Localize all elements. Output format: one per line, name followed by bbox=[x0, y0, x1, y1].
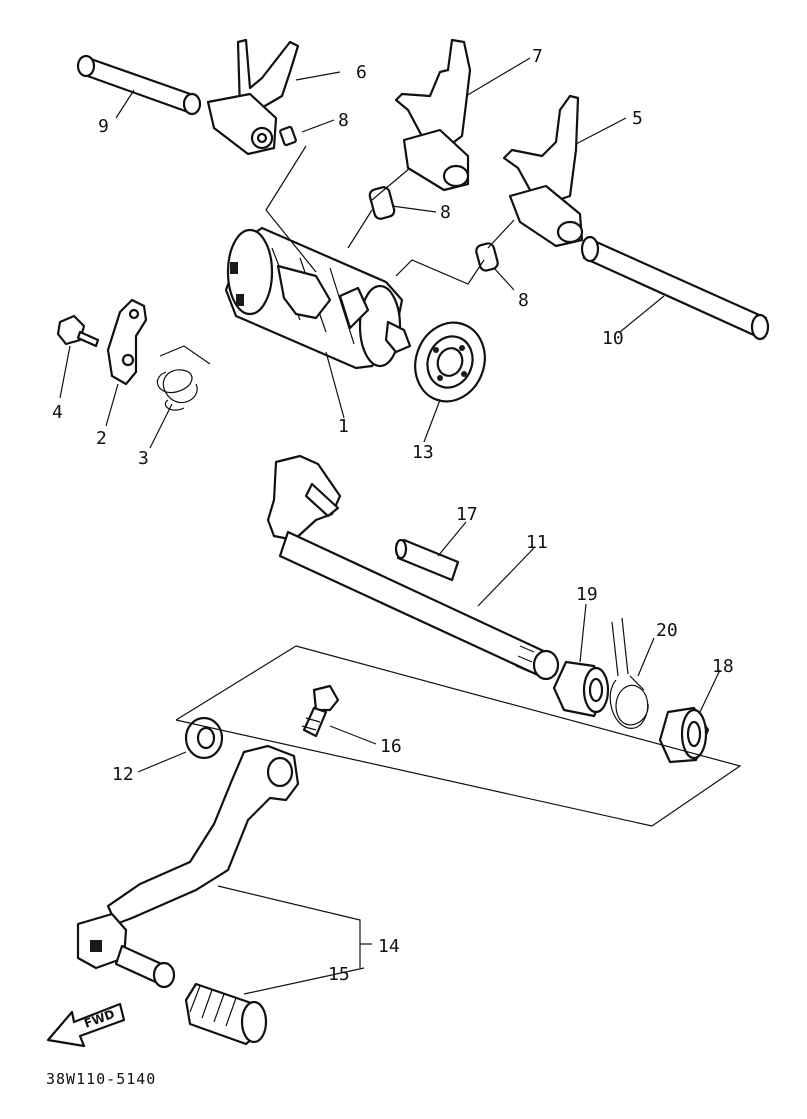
bolt-16 bbox=[301, 684, 340, 738]
callout-numbers: 6 8 7 5 8 8 9 10 1 13 4 2 3 17 11 19 20 … bbox=[52, 46, 734, 985]
callout-1: 1 bbox=[338, 416, 349, 437]
callout-9: 9 bbox=[98, 116, 109, 137]
callout-15: 15 bbox=[328, 964, 350, 985]
callout-17: 17 bbox=[456, 504, 478, 525]
callout-7: 7 bbox=[532, 46, 543, 67]
callout-18: 18 bbox=[712, 656, 734, 677]
bolt-4 bbox=[56, 314, 100, 348]
torsion-spring-20 bbox=[609, 617, 649, 729]
diagram-code: 38W110-5140 bbox=[46, 1070, 156, 1088]
shift-drum-1 bbox=[224, 226, 412, 370]
pin-17 bbox=[394, 538, 460, 582]
spring-3 bbox=[156, 345, 211, 411]
callout-4: 4 bbox=[52, 402, 63, 423]
shift-shaft-11 bbox=[266, 454, 560, 681]
shift-pedal-14 bbox=[76, 744, 300, 989]
collar-19 bbox=[552, 660, 610, 718]
shift-fork-guide-bar-10 bbox=[580, 235, 770, 341]
shift-fork-5 bbox=[475, 94, 584, 272]
shift-fork-guide-bar-9 bbox=[76, 54, 202, 116]
stopper-lever-2 bbox=[106, 298, 148, 386]
callout-3: 3 bbox=[138, 448, 149, 469]
forward-direction-arrow-icon: FWD bbox=[46, 1002, 126, 1048]
bearing-13 bbox=[414, 321, 486, 403]
callout-13: 13 bbox=[412, 442, 434, 463]
callout-11: 11 bbox=[526, 532, 548, 553]
callout-16: 16 bbox=[380, 736, 402, 757]
callout-8: 8 bbox=[440, 202, 451, 223]
shift-pedal-rubber-15 bbox=[184, 982, 268, 1046]
oil-seal-18 bbox=[658, 706, 710, 764]
callout-12: 12 bbox=[112, 764, 134, 785]
callout-5: 5 bbox=[632, 108, 643, 129]
callout-6: 6 bbox=[356, 62, 367, 83]
leader-lines bbox=[59, 57, 742, 995]
callout-14: 14 bbox=[378, 936, 400, 957]
callout-19: 19 bbox=[576, 584, 598, 605]
callout-10: 10 bbox=[602, 328, 624, 349]
callout-8: 8 bbox=[518, 290, 529, 311]
shift-fork-6 bbox=[206, 38, 300, 156]
callout-2: 2 bbox=[96, 428, 107, 449]
callout-20: 20 bbox=[656, 620, 678, 641]
callout-8: 8 bbox=[338, 110, 349, 131]
shift-fork-7 bbox=[368, 38, 472, 220]
